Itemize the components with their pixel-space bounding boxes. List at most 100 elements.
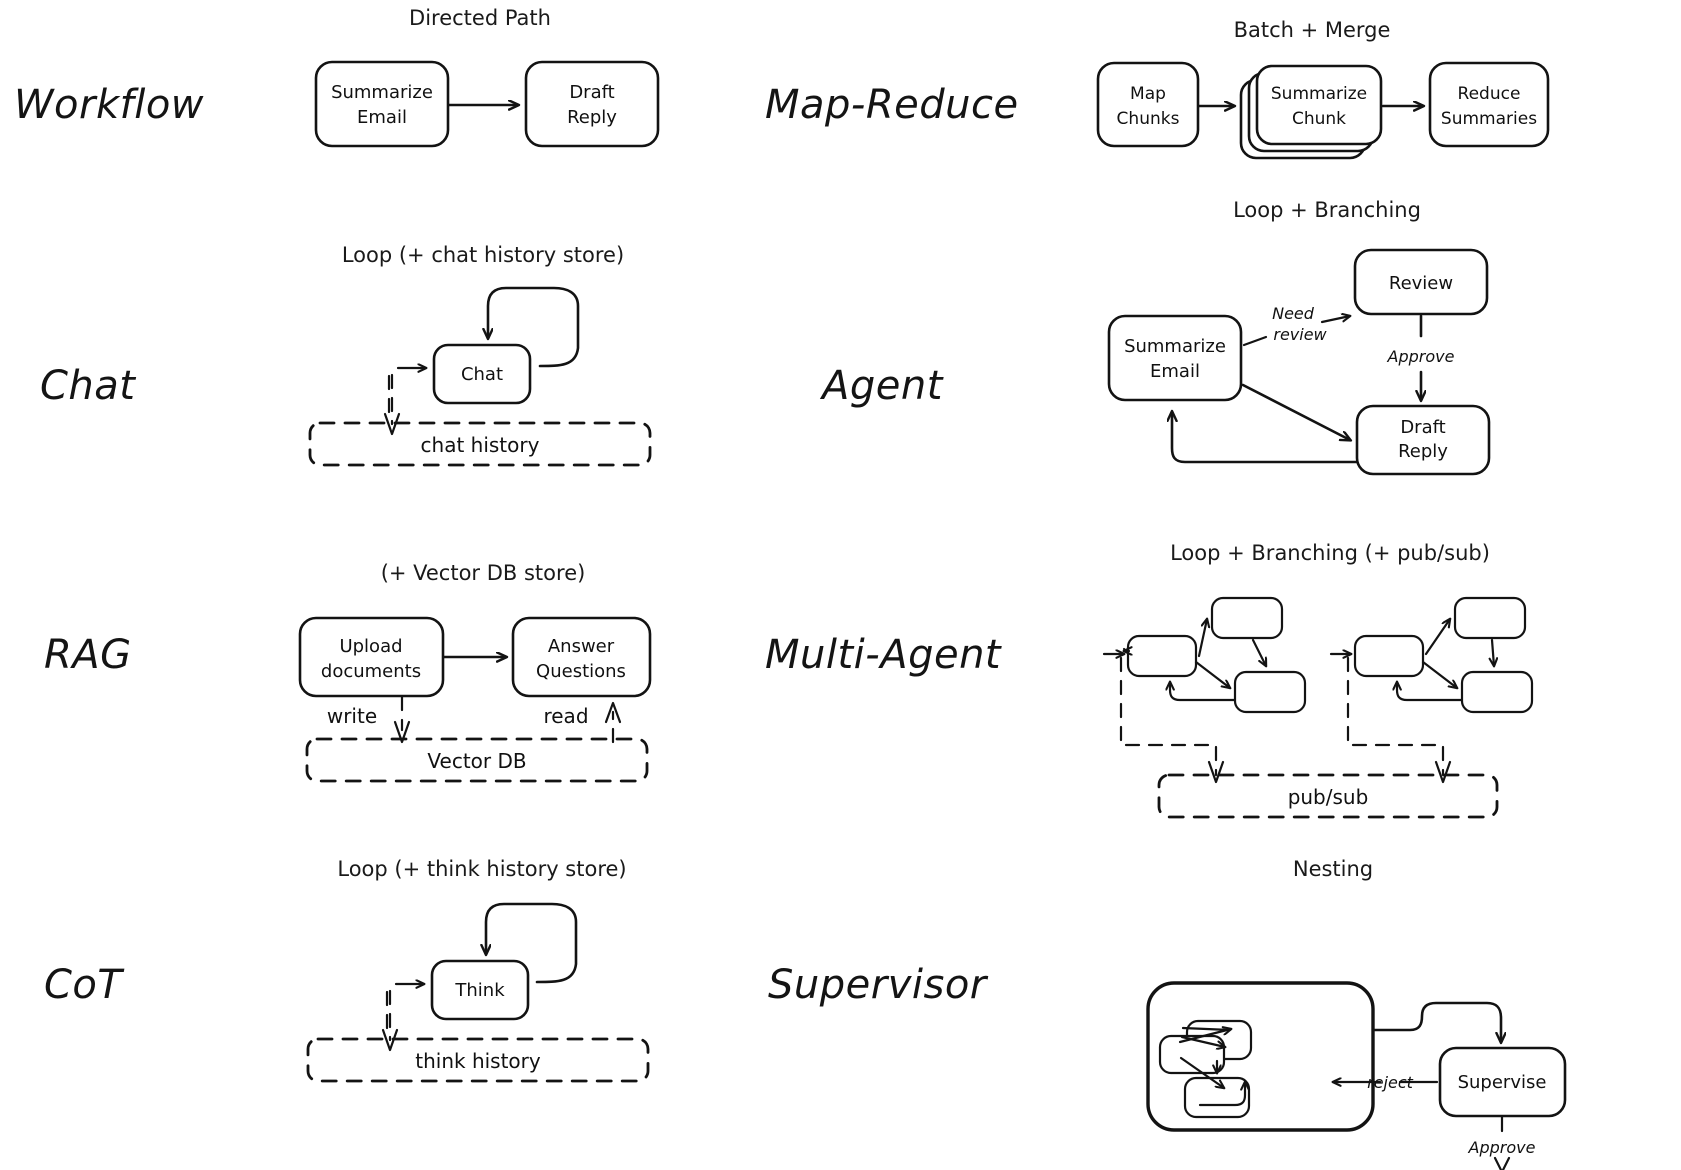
cot-diagram: Think think history (306, 902, 650, 1083)
node-label: Reduce (1458, 84, 1521, 104)
store-label: think history (415, 1049, 541, 1073)
arrowhead-read (604, 701, 622, 724)
node-label: Email (357, 107, 407, 128)
node-chat[interactable] (432, 343, 532, 405)
node-summarize-chunk[interactable] (1255, 64, 1383, 146)
edge-summarize-to-draft (1241, 383, 1350, 440)
arrowhead-down-think-store (381, 1028, 399, 1052)
caption-cot-loop: Loop (+ think history store) (337, 857, 627, 881)
node-agent-b-left[interactable] (1353, 634, 1425, 678)
node-label: Summarize (1124, 336, 1226, 357)
row-label-rag: RAG (44, 632, 132, 678)
node-sup-left[interactable] (1158, 1034, 1226, 1075)
rag-diagram: Upload documents Answer Questions write … (298, 616, 652, 783)
node-agent-draft-reply[interactable] (1355, 404, 1491, 476)
multi-agent-diagram: pub/sub (1102, 596, 1534, 819)
edge-label-need: Need (1272, 304, 1315, 323)
node-sup-right[interactable] (1183, 1076, 1251, 1119)
edge-label-read: read (543, 704, 588, 728)
edge-b-right-to-left (1397, 682, 1464, 702)
arrowhead-down-chat-store (383, 412, 401, 436)
store-vector-db[interactable] (305, 737, 649, 783)
caption-rag-store: (+ Vector DB store) (380, 561, 586, 585)
row-label-agent: Agent (822, 363, 943, 409)
edge-sup-left-to-right (1179, 1056, 1224, 1088)
arrowhead-supervisor-approve (1493, 1156, 1511, 1170)
multi-agent-cluster-a (1102, 596, 1307, 784)
edge-sup-right-to-left (1198, 1082, 1245, 1107)
row-label-cot: CoT (44, 962, 123, 1008)
edge-sup-left-top-vis (1180, 1035, 1225, 1047)
caption-agent-loop: Loop + Branching (1233, 198, 1421, 222)
edge-b-to-pubsub (1346, 656, 1445, 777)
node-label: Map (1130, 84, 1166, 104)
edge-draft-to-summarize-loop (1172, 412, 1359, 464)
edge-a-left-to-right (1194, 660, 1230, 688)
node-agent-a-left[interactable] (1126, 634, 1198, 678)
multi-agent-cluster-b (1329, 596, 1534, 784)
caption-chat-loop: Loop (+ chat history store) (341, 243, 625, 267)
chat-diagram: Chat chat history (308, 286, 652, 467)
edge-summarize-to-review-end (1320, 316, 1350, 324)
edge-label-write: write (327, 704, 377, 728)
row-label-chat: Chat (40, 363, 136, 409)
caption-directed-path: Directed Path (409, 6, 551, 30)
node-upload-documents[interactable] (298, 616, 445, 698)
node-agent-b-right[interactable] (1460, 670, 1534, 714)
store-think-history[interactable] (306, 1037, 650, 1083)
node-label: documents (321, 661, 421, 682)
agent-diagram: Summarize Email Review Draft Reply Need … (1107, 248, 1491, 476)
edge-cluster-to-supervise (1371, 1001, 1501, 1042)
edge-chat-self-loop (488, 286, 580, 368)
row-label-multi-agent: Multi-Agent (765, 632, 1002, 678)
node-label: Reply (567, 107, 617, 128)
edge-a-left-to-top (1197, 619, 1207, 658)
edge-a-right-to-left (1170, 682, 1237, 702)
edge-b-left-to-top (1424, 619, 1450, 656)
node-map-chunks[interactable] (1096, 61, 1200, 148)
node-review[interactable] (1353, 248, 1489, 316)
row-label-map-reduce: Map-Reduce (765, 82, 1019, 128)
edge-a-top-to-right (1251, 638, 1266, 666)
node-label: Questions (536, 661, 626, 682)
caption-multi-agent-loop: Loop + Branching (+ pub/sub) (1170, 541, 1490, 565)
node-label: Upload (339, 636, 402, 657)
node-agent-a-top[interactable] (1210, 596, 1284, 640)
node-think[interactable] (430, 959, 530, 1021)
caption-batch-merge: Batch + Merge (1233, 18, 1391, 42)
store-pub-sub[interactable] (1157, 773, 1499, 819)
edge-label-review: review (1273, 325, 1327, 344)
node-label: Draft (1400, 417, 1445, 438)
node-agent-a-right[interactable] (1233, 670, 1307, 714)
node-label: Reply (1398, 441, 1448, 462)
edge-summarize-to-review-start (1242, 335, 1268, 347)
edge-label-approve: Approve (1387, 347, 1455, 366)
arrowhead-b-pubsub (1434, 760, 1452, 784)
node-label: Chunk (1292, 109, 1346, 129)
node-label: Supervise (1458, 1072, 1547, 1093)
node-label: Summarize (331, 82, 433, 103)
node-answer-questions[interactable] (511, 616, 652, 698)
node-agent-b-top[interactable] (1453, 596, 1527, 640)
edge-b-left-to-right (1421, 660, 1457, 688)
store-chat-history[interactable] (308, 421, 652, 467)
node-label: Chat (461, 364, 503, 385)
node-agent-summarize-email[interactable] (1107, 314, 1243, 402)
node-summarize-email[interactable] (314, 60, 450, 148)
node-label: Think (454, 980, 505, 1001)
store-label: Vector DB (427, 749, 526, 773)
node-label: Email (1150, 361, 1200, 382)
edge-b-top-to-right (1492, 638, 1494, 666)
caption-nesting: Nesting (1292, 857, 1374, 881)
map-reduce-diagram: Map Chunks Summarize Chunk Reduce Summar… (1096, 61, 1550, 160)
supervisor-diagram: Supervise reject Approve (1146, 981, 1567, 1170)
arrowhead-write (393, 720, 411, 744)
edge-sup-left-to-top (1178, 1029, 1231, 1044)
node-supervise[interactable] (1438, 1046, 1567, 1118)
edge-think-self-loop (486, 902, 578, 984)
node-draft-reply[interactable] (524, 60, 660, 148)
node-label: Answer (548, 636, 615, 657)
store-label: chat history (421, 433, 540, 457)
node-reduce-summaries[interactable] (1428, 61, 1550, 148)
